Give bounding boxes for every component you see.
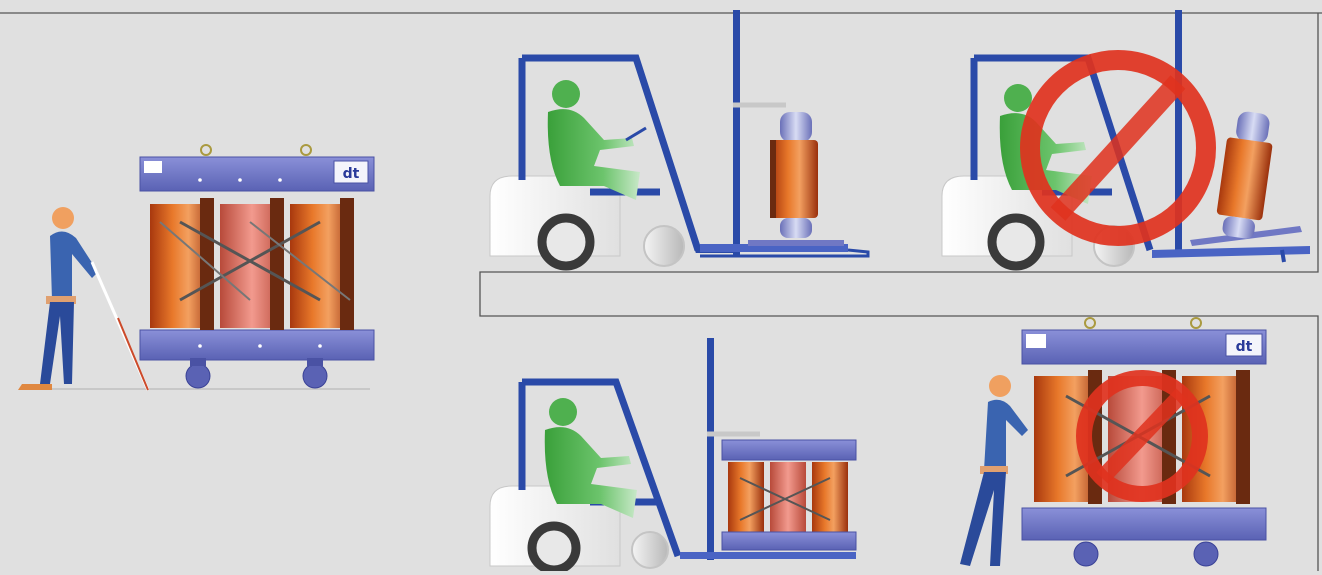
scene-manual-push-top: dt xyxy=(960,318,1266,566)
scene-forklift-tilted-coil xyxy=(942,10,1310,266)
brand-logo: dt xyxy=(343,166,360,182)
tilted-coil xyxy=(1214,109,1277,240)
scene-forklift-lift-transformer xyxy=(490,338,856,570)
transformer: dt xyxy=(140,145,374,388)
single-coil xyxy=(770,112,818,238)
scene-manual-push-base: dt xyxy=(18,145,374,390)
worker xyxy=(960,375,1028,566)
forklift-operator xyxy=(548,80,646,200)
small-transformer xyxy=(722,440,856,550)
scene-forklift-lift-single-coil xyxy=(490,10,868,266)
worker xyxy=(18,207,148,390)
brand-logo: dt xyxy=(1236,339,1253,355)
forklift-operator xyxy=(545,398,637,518)
